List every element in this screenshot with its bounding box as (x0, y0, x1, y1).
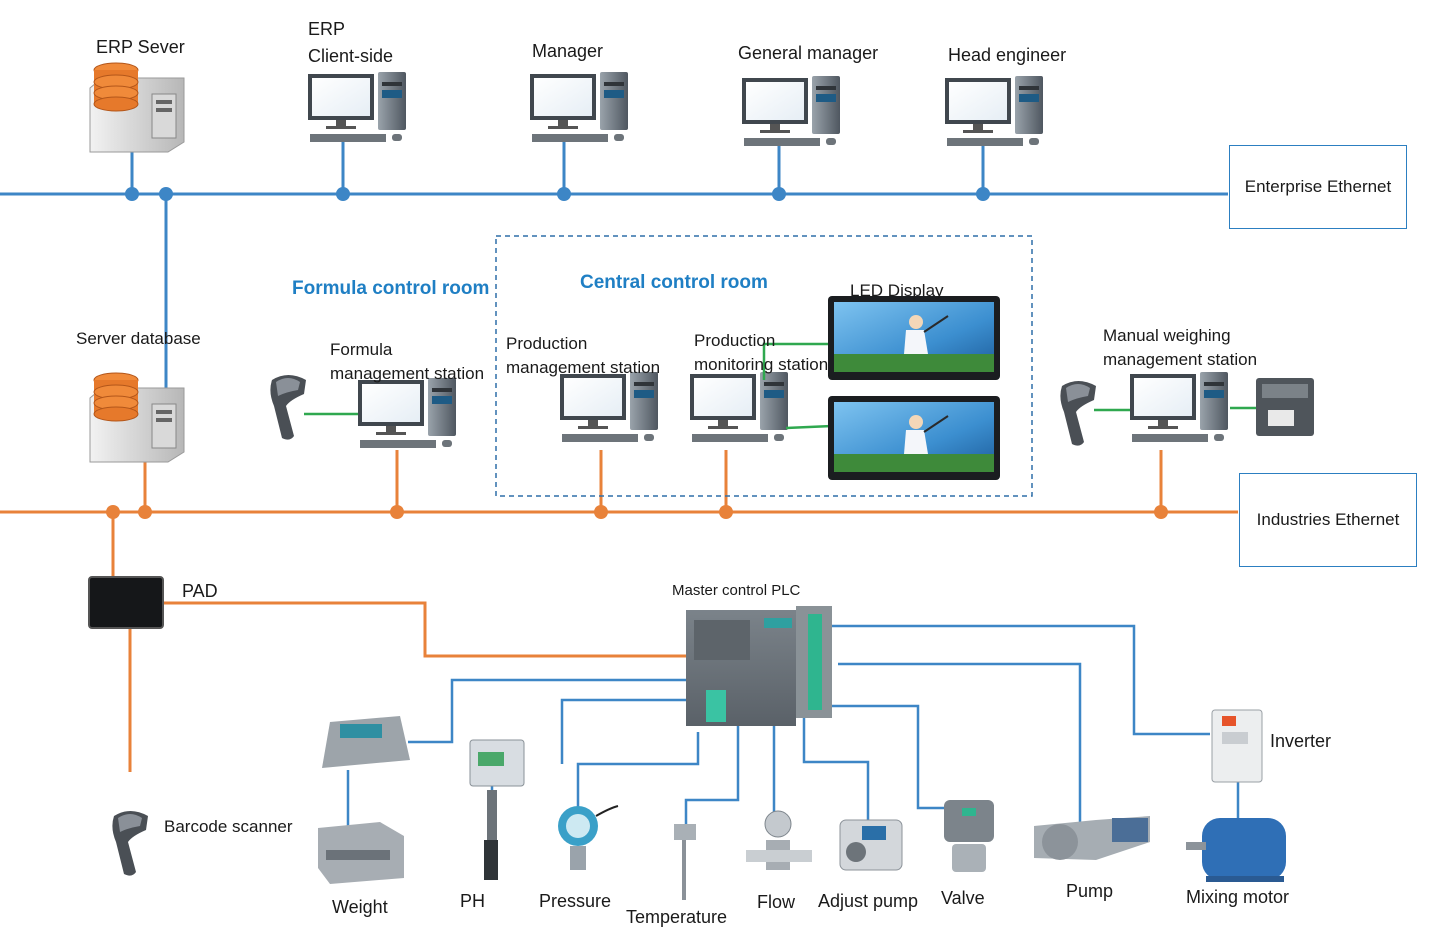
ph-meter-icon (469, 739, 525, 880)
pump-icon (1034, 816, 1150, 860)
formula-station-computer-icon (358, 378, 456, 448)
inverter-icon (1211, 709, 1263, 783)
master-plc-label: Master control PLC (672, 582, 801, 599)
label-printer-icon (1256, 378, 1314, 436)
valve-label: Valve (941, 888, 985, 908)
mixing-motor-label: Mixing motor (1186, 887, 1290, 907)
flow-meter-icon (746, 810, 812, 870)
adjust-pump-label: Adjust pump (818, 891, 919, 911)
database-server-icon (89, 372, 185, 463)
central-control-room-title: Central control room (580, 272, 768, 293)
enterprise-ethernet-bus (0, 140, 1228, 396)
pressure-transmitter-icon (558, 805, 619, 870)
pad-label: PAD (182, 581, 218, 601)
mixing-motor-icon (1186, 818, 1286, 882)
led-display-bottom-icon (827, 395, 1001, 481)
head-engineer-computer-icon (945, 76, 1043, 146)
weighing-indicator-icon (322, 716, 410, 768)
pressure-label: Pressure (539, 891, 612, 911)
manual-weighing-label: Manual weighing management station (1103, 326, 1258, 369)
master-plc-icon (686, 606, 832, 726)
temperature-label: Temperature (626, 907, 728, 927)
industries-ethernet-bus (0, 450, 1238, 772)
erp-client-computer-icon (308, 72, 406, 142)
formula-scanner-icon (270, 375, 306, 440)
head-engineer-label: Head engineer (948, 45, 1067, 65)
formula-station-label: Formula management station (330, 340, 485, 383)
formula-control-room-title: Formula control room (292, 278, 490, 299)
valve-icon (944, 800, 994, 872)
server-database-label: Server database (76, 329, 201, 348)
erp-server-label: ERP Sever (96, 37, 185, 57)
pump-label: Pump (1066, 881, 1114, 901)
inverter-label: Inverter (1270, 731, 1332, 751)
production-management-label: Production management station (506, 334, 661, 377)
manager-computer-icon (530, 72, 628, 142)
load-cell-icon (318, 822, 404, 884)
led-display-top-icon (827, 295, 1001, 381)
erp-client-label: ERP Client-side (308, 19, 394, 66)
flow-label: Flow (757, 892, 796, 912)
enterprise-ethernet-label: Enterprise Ethernet (1229, 145, 1407, 229)
pad-icon (88, 576, 164, 629)
production-monitoring-label: Production monitoring station (694, 331, 829, 374)
adjust-pump-icon (839, 819, 903, 871)
production-monitoring-computer-icon (690, 372, 788, 442)
barcode-scanner-device-icon (112, 811, 148, 876)
temperature-sensor-icon (674, 824, 696, 900)
barcode-scanner-label: Barcode scanner (164, 817, 293, 836)
weighing-scanner-icon (1060, 381, 1096, 446)
central-control-room-frame (495, 235, 1033, 497)
weighing-station-computer-icon (1130, 372, 1228, 442)
production-management-computer-icon (560, 372, 658, 442)
industries-ethernet-label: Industries Ethernet (1239, 473, 1417, 567)
ph-label: PH (460, 891, 486, 911)
led-display-label: LED Display (850, 281, 944, 300)
erp-server-icon (89, 62, 185, 153)
weight-label: Weight (332, 897, 388, 917)
manager-label: Manager (532, 41, 604, 61)
plc-field-wiring (346, 624, 1240, 832)
general-manager-label: General manager (738, 43, 879, 63)
general-manager-computer-icon (742, 76, 840, 146)
